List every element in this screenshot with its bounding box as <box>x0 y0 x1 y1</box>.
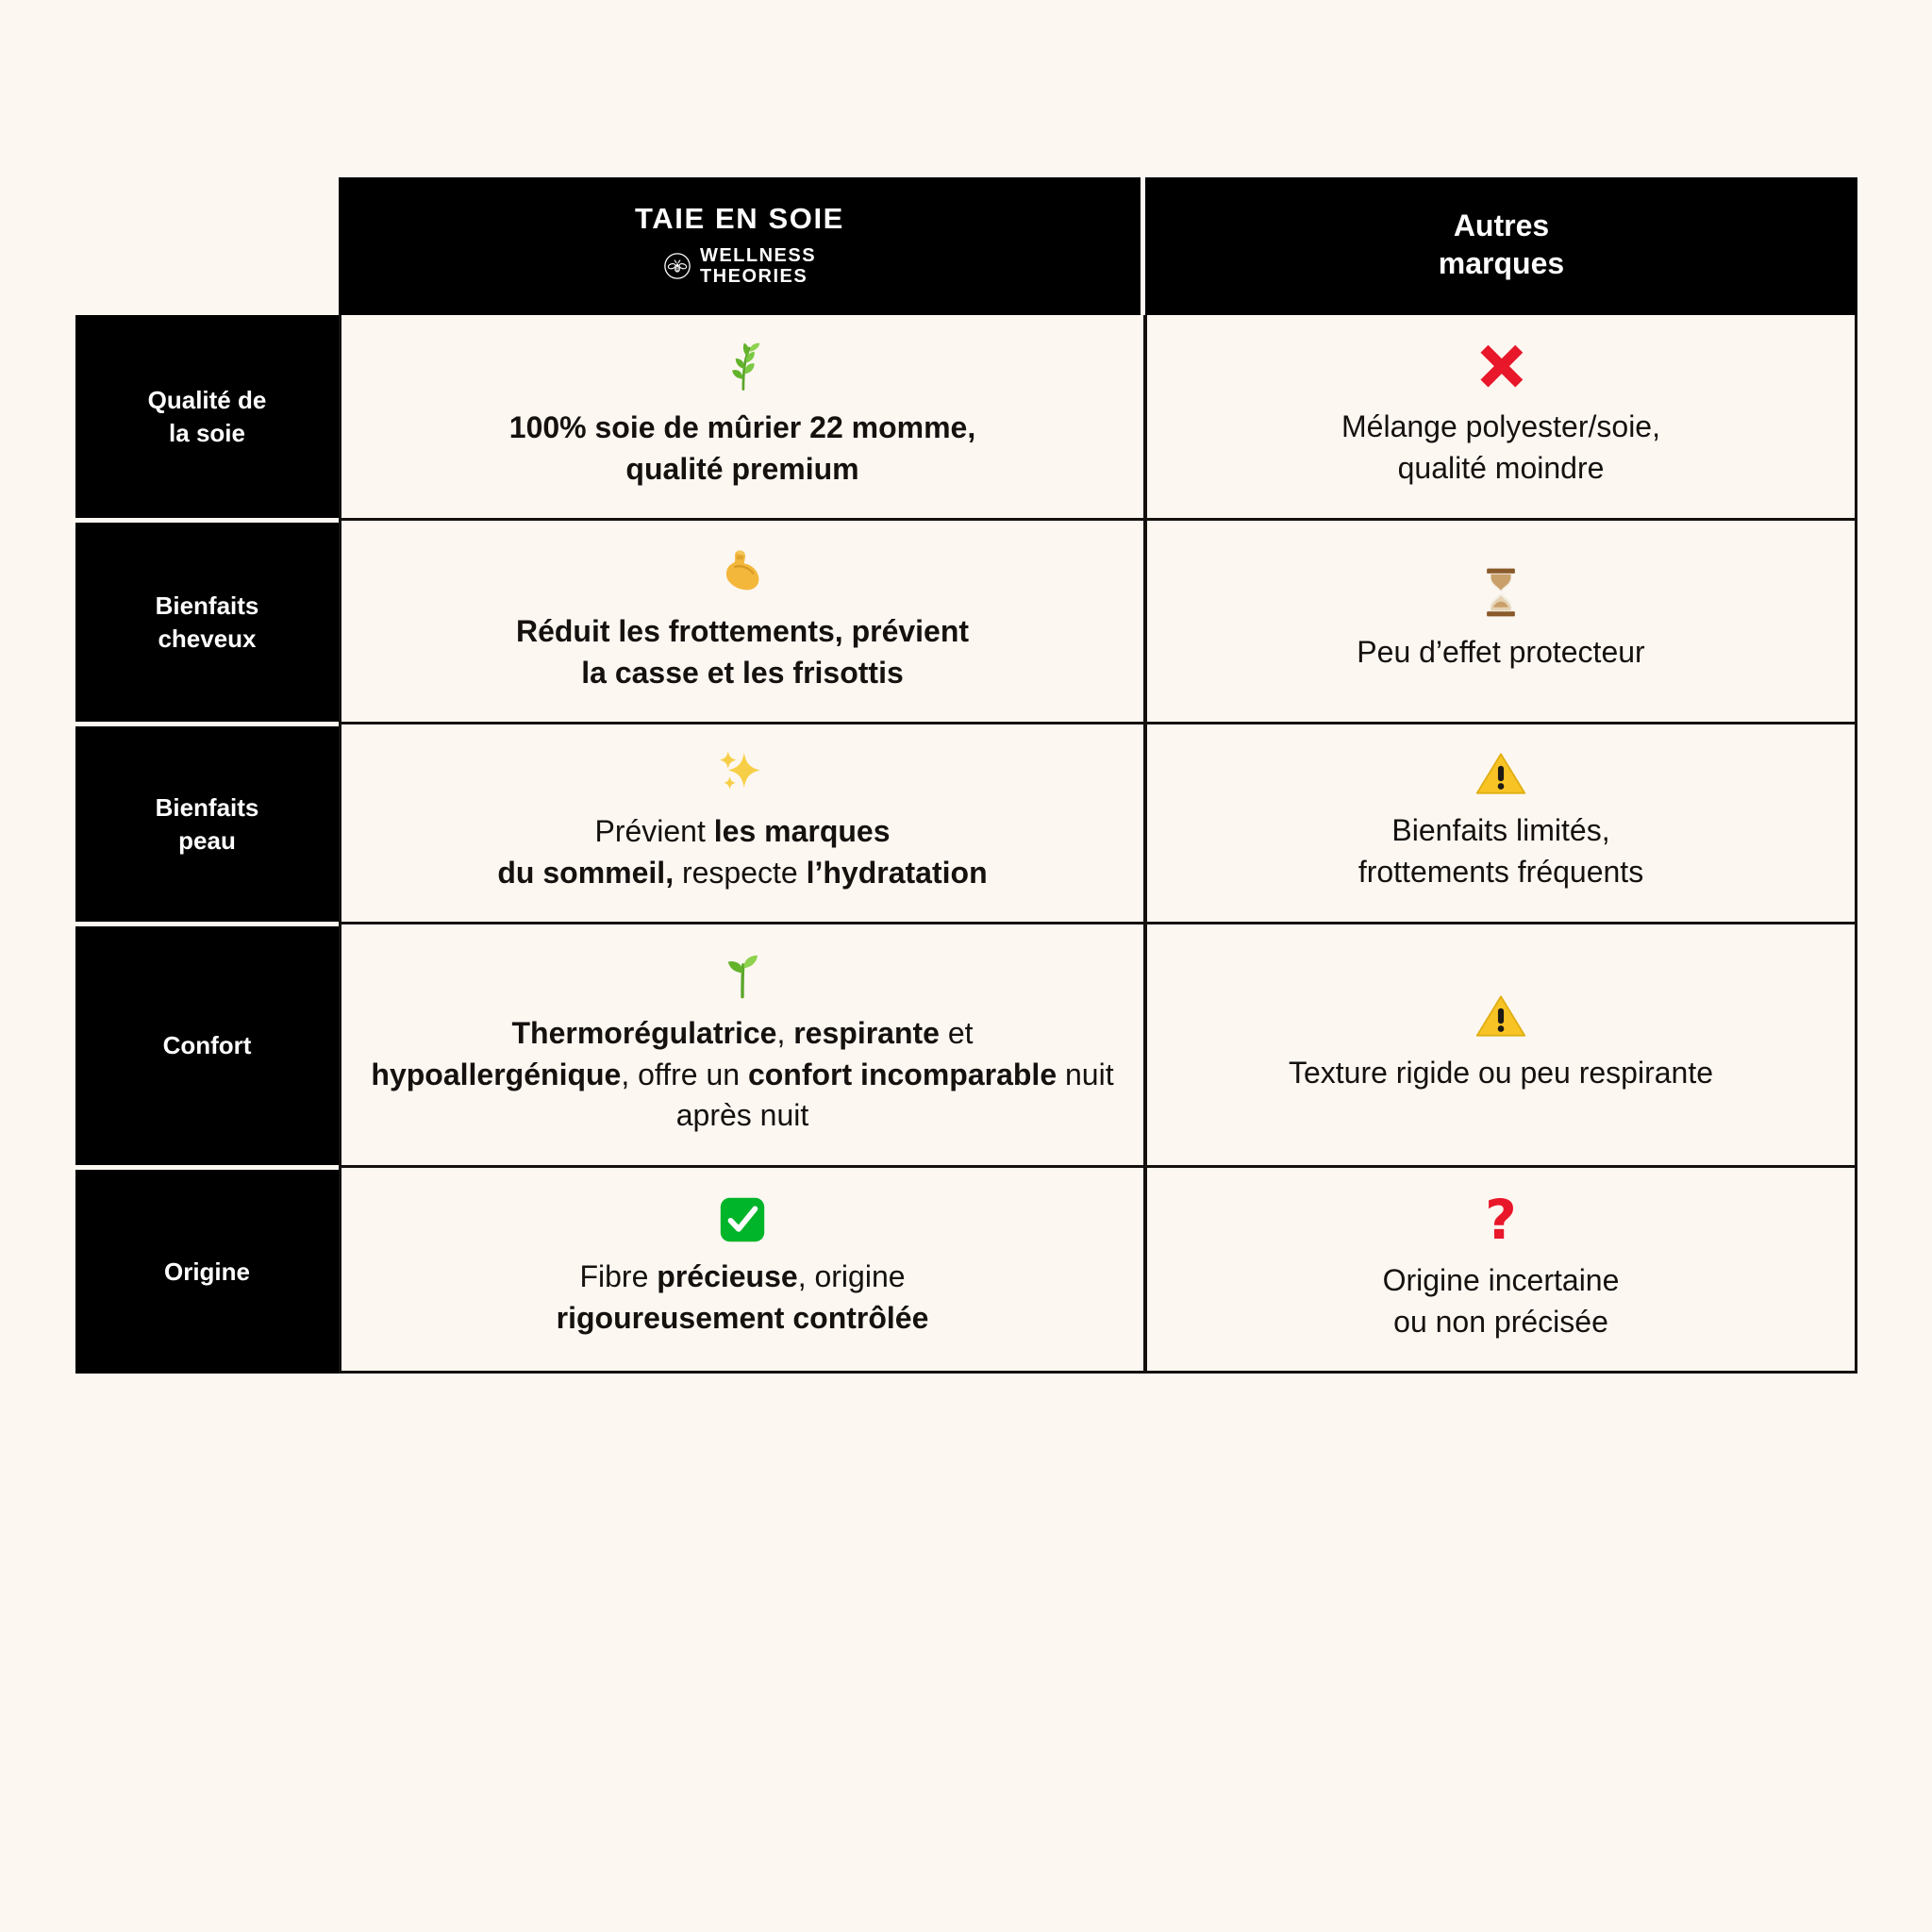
cell-brand-text-silk-quality: 100% soie de mûrier 22 momme, qualité pr… <box>508 410 976 486</box>
comparison-table: TAIE EN SOIE WELLNESS THEORIES <box>75 177 1857 1374</box>
brand-logo: WELLNESS THEORIES <box>358 245 1122 288</box>
cell-other-text-silk-quality: Mélange polyester/soie, qualité moindre <box>1341 409 1660 485</box>
header-empty-corner <box>75 177 339 316</box>
cell-brand-text-skin-benefits: Prévient les marques du sommeil, respect… <box>497 814 988 890</box>
cell-other-silk-quality: Mélange polyester/soie, qualité moindre <box>1145 315 1857 519</box>
table-row: Qualité de la soie 100% soie de mûrier 2… <box>75 315 1857 519</box>
warning-triangle-icon <box>1475 995 1526 1037</box>
cell-other-comfort: Texture rigide ou peu respirante <box>1145 922 1857 1165</box>
cell-brand-text-hair-benefits: Réduit les frottements, prévient la cass… <box>515 614 970 690</box>
cell-other-text-origin: Origine incertaine ou non précisée <box>1382 1263 1620 1339</box>
flexed-biceps-emoji <box>725 550 759 591</box>
cell-brand-skin-benefits: Prévient les marques du sommeil, respect… <box>339 722 1145 923</box>
cell-other-origin: ? Origine incertaine ou non précisée <box>1145 1165 1857 1374</box>
cell-other-text-hair-benefits: Peu d’effet protecteur <box>1357 635 1645 670</box>
header-brand-column: TAIE EN SOIE WELLNESS THEORIES <box>339 177 1145 316</box>
row-label-skin-benefits: Bienfaits peau <box>75 722 339 923</box>
cell-brand-text-comfort: Thermorégulatrice, respirante et hypoall… <box>371 1016 1114 1133</box>
row-label-silk-quality: Qualité de la soie <box>75 315 339 519</box>
cell-brand-text-origin: Fibre précieuse, origine rigoureusement … <box>556 1259 929 1335</box>
table-row: Bienfaits peau Prévient les marques du s… <box>75 722 1857 923</box>
cell-other-skin-benefits: Bienfaits limités, frottements fréquents <box>1145 722 1857 923</box>
question-mark-icon: ? <box>1485 1188 1517 1252</box>
brand-title: TAIE EN SOIE <box>635 202 844 235</box>
table-row: Confort Thermorégulatrice, respirante et… <box>75 922 1857 1165</box>
cell-brand-origin: Fibre précieuse, origine rigoureusement … <box>339 1165 1145 1374</box>
herb-emoji <box>732 342 760 391</box>
table-row: Origine Fibre précieuse, origine rigoure… <box>75 1165 1857 1374</box>
bee-in-circle-icon <box>664 253 691 279</box>
seedling-emoji <box>727 956 758 999</box>
cross-mark-icon <box>1480 345 1524 388</box>
cell-brand-comfort: Thermorégulatrice, respirante et hypoall… <box>339 922 1145 1165</box>
cell-other-text-skin-benefits: Bienfaits limités, frottements fréquents <box>1357 813 1644 889</box>
cell-brand-hair-benefits: Réduit les frottements, prévient la cass… <box>339 518 1145 723</box>
other-brands-title: Autres marques <box>1438 208 1565 281</box>
cell-other-hair-benefits: Peu d’effet protecteur <box>1145 518 1857 723</box>
cell-other-text-comfort: Texture rigide ou peu respirante <box>1288 1055 1714 1090</box>
sparkles-emoji <box>719 751 760 791</box>
warning-triangle-icon <box>1475 753 1526 795</box>
row-label-hair-benefits: Bienfaits cheveux <box>75 518 339 723</box>
cell-brand-silk-quality: 100% soie de mûrier 22 momme, qualité pr… <box>339 315 1145 519</box>
header-row: TAIE EN SOIE WELLNESS THEORIES <box>75 177 1857 316</box>
check-mark-button-icon <box>720 1197 765 1242</box>
hourglass-icon <box>1487 568 1515 617</box>
row-label-origin: Origine <box>75 1165 339 1374</box>
header-other-column: Autres marques <box>1145 177 1857 316</box>
table-row: Bienfaits cheveux Réduit les frottements… <box>75 518 1857 723</box>
row-label-comfort: Confort <box>75 922 339 1165</box>
table-header: TAIE EN SOIE WELLNESS THEORIES <box>75 177 1857 316</box>
table-body: Qualité de la soie 100% soie de mûrier 2… <box>75 315 1857 1374</box>
brand-logo-text: WELLNESS THEORIES <box>699 244 817 287</box>
